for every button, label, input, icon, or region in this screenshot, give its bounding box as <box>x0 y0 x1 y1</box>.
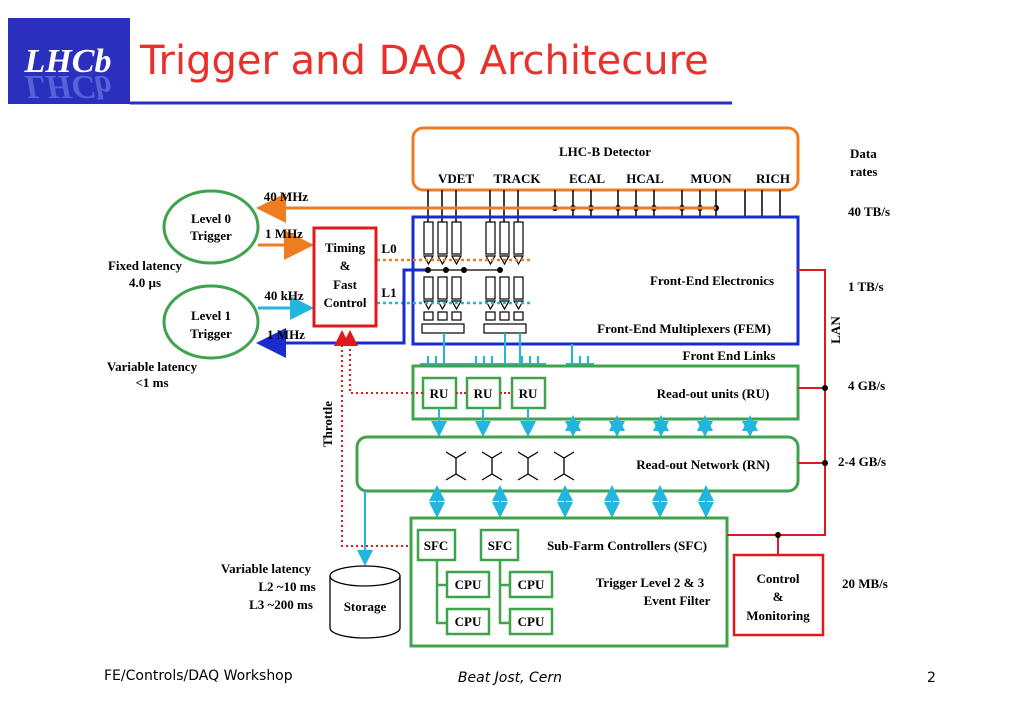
detector-box <box>411 126 800 192</box>
rate-1mhz-b: 1 MHz <box>267 327 305 342</box>
timing-line3: Fast <box>333 277 358 292</box>
sfc-2-label: SFC <box>488 538 513 553</box>
level0-line1: Level 0 <box>191 211 231 226</box>
rate-40mhz: 40 MHz <box>264 189 309 204</box>
detector-title: LHC-B Detector <box>559 144 651 159</box>
cpu-4-label: CPU <box>518 614 545 629</box>
timing-fast-control <box>312 226 378 328</box>
ru-1-label: RU <box>430 386 449 401</box>
fem-label: Front-End Multiplexers (FEM) <box>597 321 771 336</box>
throttle-sfc <box>334 330 418 547</box>
lhcb-logo: LHCb LHCb <box>8 18 130 105</box>
rate-1tbs: 1 TB/s <box>848 279 884 294</box>
variable-latency-2: <1 ms <box>135 375 168 390</box>
rate-20mbs: 20 MB/s <box>842 576 888 591</box>
front-end-label: Front-End Electronics <box>650 273 774 288</box>
rate-40tbs: 40 TB/s <box>848 204 890 219</box>
l1-label: L1 <box>381 285 396 300</box>
farm-latency-3: L3 ~200 ms <box>249 597 313 612</box>
rate-40khz: 40 kHz <box>264 288 304 303</box>
rate-4gbs: 4 GB/s <box>848 378 885 393</box>
throttle-label: Throttle <box>320 401 335 447</box>
cpu-1 <box>445 570 491 599</box>
footer-left: FE/Controls/DAQ Workshop <box>104 668 293 684</box>
filter-line1: Trigger Level 2 & 3 <box>596 575 705 590</box>
control-line1: Control <box>756 571 799 586</box>
footer-center: Beat Jost, Cern <box>458 670 562 686</box>
lan-label: LAN <box>828 316 843 344</box>
fe-links-label: Front End Links <box>683 348 776 363</box>
timing-line4: Control <box>323 295 366 310</box>
rate-1mhz-a: 1 MHz <box>265 226 303 241</box>
logo-reflection: LHCb <box>24 68 112 105</box>
fixed-latency-2: 4.0 µs <box>129 275 161 290</box>
timing-line1: Timing <box>325 240 366 255</box>
rn-label: Read-out Network (RN) <box>636 457 770 472</box>
control-line3: Monitoring <box>746 608 810 623</box>
subdetector-track: TRACK <box>494 171 542 186</box>
level1-trigger <box>162 284 260 360</box>
rn-sfc-links-up <box>429 485 714 505</box>
front-end-box <box>411 215 800 346</box>
data-rates-header-1: Data <box>850 146 877 161</box>
subdetector-rich: RICH <box>756 171 790 186</box>
level0-trigger <box>162 189 260 265</box>
control-monitoring <box>732 553 825 637</box>
subdetector-ecal: ECAL <box>569 171 605 186</box>
subdetector-muon: MUON <box>690 171 732 186</box>
timing-line2: & <box>340 258 351 273</box>
sfc-cpu-links <box>435 560 510 625</box>
subdetector-vdet: VDET <box>438 171 474 186</box>
storage-label: Storage <box>344 599 387 614</box>
lan-junctions <box>775 385 828 538</box>
fe-channels <box>421 221 527 334</box>
rate-2-4gbs: 2-4 GB/s <box>838 454 886 469</box>
rn-sfc-links <box>429 491 714 518</box>
level1-line2: Trigger <box>190 326 232 341</box>
cpu-3 <box>445 607 491 636</box>
page-number: 2 <box>927 670 936 686</box>
fe-links <box>420 333 594 374</box>
cpu-2 <box>508 570 554 599</box>
cpu-2-label: CPU <box>518 577 545 592</box>
sfc-1-label: SFC <box>424 538 449 553</box>
cpu-3-label: CPU <box>455 614 482 629</box>
farm-latency-2: L2 ~10 ms <box>258 579 315 594</box>
ru-rn-links-up <box>565 415 758 431</box>
data-rates-header-2: rates <box>850 164 877 179</box>
level1-line1: Level 1 <box>191 308 231 323</box>
ru-3 <box>510 376 547 410</box>
ru-label: Read-out units (RU) <box>657 386 770 401</box>
ru-2-label: RU <box>474 386 493 401</box>
filter-line2: Event Filter <box>644 593 711 608</box>
cpu-1-label: CPU <box>455 577 482 592</box>
farm-latency-1: Variable latency <box>221 561 312 576</box>
fixed-latency-1: Fixed latency <box>108 258 183 273</box>
logo-text: LHCb <box>24 43 112 80</box>
cpu-4 <box>508 607 554 636</box>
page-title: Trigger and DAQ Architecure <box>139 38 709 84</box>
ru-3-label: RU <box>519 386 538 401</box>
switch-symbols <box>445 451 575 481</box>
variable-latency-1: Variable latency <box>107 359 198 374</box>
readout-units-box <box>411 364 800 421</box>
l1-output-arrow <box>256 268 428 358</box>
sfc-label: Sub-Farm Controllers (SFC) <box>547 538 707 553</box>
storage <box>329 565 401 639</box>
subdetector-hcal: HCAL <box>626 171 664 186</box>
control-line2: & <box>773 589 784 604</box>
l0-label: L0 <box>381 241 396 256</box>
level0-line2: Trigger <box>190 228 232 243</box>
